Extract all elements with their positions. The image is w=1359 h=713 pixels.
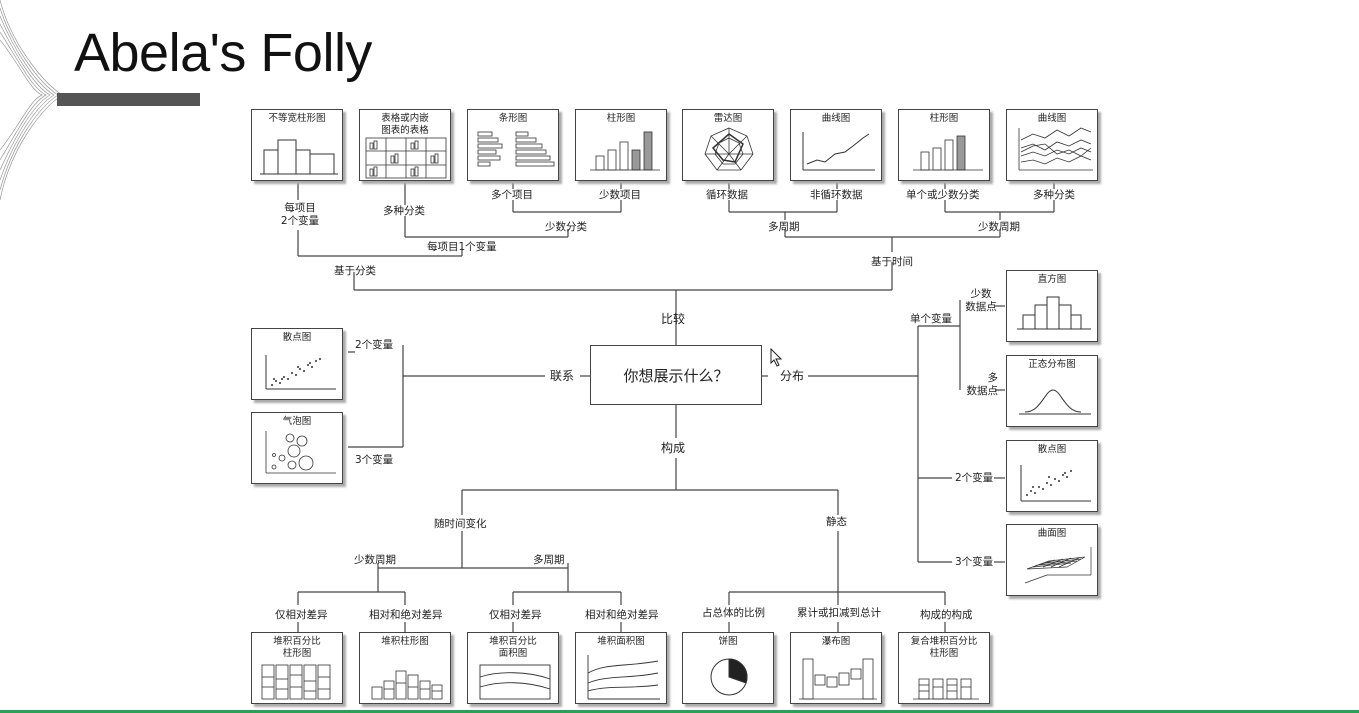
chart-scatter-distribution: 散点图 — [1006, 440, 1098, 512]
decorative-swoosh — [0, 0, 63, 200]
label-single-or-few-categories: 单个或少数分类 — [906, 189, 980, 201]
label-dist-three-vars: 3个变量 — [955, 556, 994, 568]
label-one-var-per-item: 每项目1个变量 — [427, 241, 497, 253]
label-relative-only-2: 仅相对差异 — [489, 609, 542, 621]
mouse-cursor-icon — [770, 348, 783, 367]
label-relative-absolute-1: 相对和绝对差异 — [369, 609, 443, 621]
label-many-categories-time: 多种分类 — [1033, 189, 1075, 201]
label-few-categories: 少数分类 — [545, 221, 587, 233]
chart-stacked-pct-area: 堆积百分比面积图 — [467, 632, 559, 704]
label-static: 静态 — [826, 516, 847, 528]
slide-title: Abela's Folly — [74, 23, 372, 83]
chart-histogram: 直方图 — [1006, 270, 1098, 342]
label-non-cyclic: 非循环数据 — [810, 189, 863, 201]
chart-line-many: 曲线图 — [1006, 109, 1098, 181]
chart-column: 柱形图 — [575, 109, 667, 181]
label-relation-three-vars: 3个变量 — [355, 454, 394, 466]
chart-normal-distribution: 正态分布图 — [1006, 355, 1098, 427]
label-by-time: 基于时间 — [871, 256, 913, 268]
label-relative-absolute-2: 相对和绝对差异 — [585, 609, 659, 621]
chart-stacked-pct-column: 堆积百分比柱形图 — [251, 632, 343, 704]
label-few-periods: 少数周期 — [978, 221, 1020, 233]
branch-composition: 构成 — [661, 441, 686, 455]
label-dist-two-vars: 2个变量 — [955, 472, 994, 484]
chart-stacked-column: 堆积柱形图 — [359, 632, 451, 704]
label-comp-few-periods: 少数周期 — [354, 554, 396, 566]
center-question-box: 你想展示什么？ — [590, 345, 762, 405]
label-many-items: 多个项目 — [491, 189, 533, 201]
label-many-periods: 多周期 — [768, 221, 800, 233]
branch-compare: 比较 — [661, 312, 686, 326]
chart-column-time: 柱形图 — [898, 109, 990, 181]
chart-bubble: 气泡图 — [251, 412, 343, 484]
label-few-items: 少数项目 — [599, 189, 641, 201]
label-single-var: 单个变量 — [910, 313, 952, 325]
chart-line-few: 曲线图 — [790, 109, 882, 181]
label-many-points: 多数据点 — [966, 372, 999, 397]
chart-scatter-relation: 散点图 — [251, 328, 343, 400]
branch-distribution: 分布 — [780, 369, 805, 383]
center-question: 你想展示什么？ — [623, 366, 729, 385]
label-relation-two-vars: 2个变量 — [355, 339, 394, 351]
chart-pie: 饼图 — [682, 632, 774, 704]
label-cyclic: 循环数据 — [706, 189, 748, 201]
chart-surface: 曲面图 — [1006, 524, 1098, 596]
label-by-category: 基于分类 — [334, 265, 376, 277]
chart-waterfall: 瀑布图 — [790, 632, 882, 704]
chart-radar: 雷达图 — [682, 109, 774, 181]
chart-table-embedded: 表格或内嵌图表的表格 — [359, 109, 451, 181]
chart-variable-width-column: 不等宽柱形图 — [251, 109, 343, 181]
label-relative-only-1: 仅相对差异 — [275, 609, 328, 621]
label-share-of-total: 占总体的比例 — [702, 607, 765, 619]
chart-stacked-area: 堆积面积图 — [575, 632, 667, 704]
label-over-time: 随时间变化 — [434, 518, 487, 530]
label-components-of-components: 构成的构成 — [920, 609, 973, 621]
branch-relation: 联系 — [550, 369, 575, 383]
chart-stacked-pct-column-sub: 复合堆积百分比柱形图 — [898, 632, 990, 704]
label-many-categories: 多种分类 — [383, 205, 425, 217]
label-few-points: 少数数据点 — [965, 288, 997, 313]
label-accumulate: 累计或扣减到总计 — [797, 607, 881, 619]
label-comp-many-periods: 多周期 — [533, 554, 565, 566]
bottom-accent-line — [0, 710, 1359, 713]
chart-bar: 条形图 — [467, 109, 559, 181]
title-underline-bar — [57, 93, 200, 106]
